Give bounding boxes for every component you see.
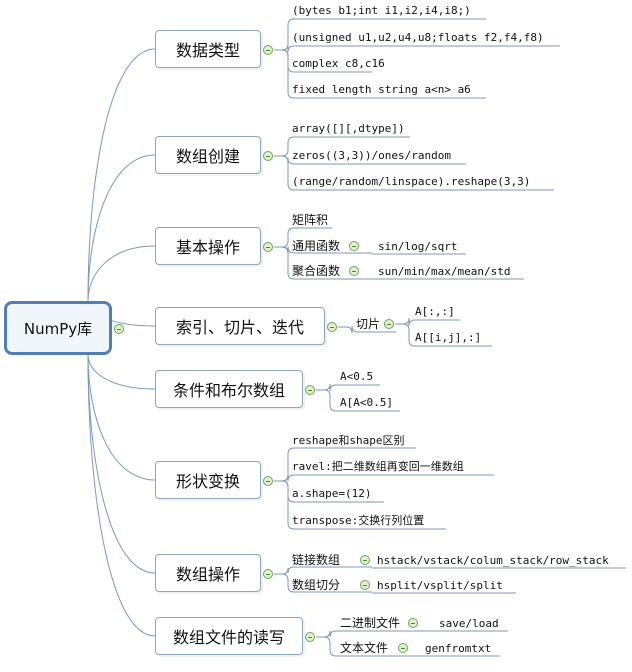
leaf-label: A[[i,j],:]: [415, 331, 482, 344]
subtopic-label: 通用函数: [292, 239, 341, 253]
leaf-label: transpose:交换行列位置: [292, 514, 425, 527]
connector-line: [87, 354, 156, 574]
leaf-label: A[:,:]: [415, 305, 455, 318]
leaf-label: (bytes b1;int i1,i2,i4,i8;): [292, 4, 471, 17]
leaf-label: (range/random/linspace).reshape(3,3): [292, 175, 531, 188]
connector-line: [87, 354, 156, 481]
subtopic-label: 链接数组: [292, 553, 341, 567]
leaf-label: fixed length string a<n> a6: [292, 83, 471, 96]
connector-line: [316, 630, 432, 638]
subtopic-label: 文本文件: [340, 641, 389, 655]
connector-line: [274, 480, 446, 530]
collapse-icon[interactable]: [360, 580, 370, 590]
leaf-label: hsplit/vsplit/split: [377, 579, 503, 592]
topic-label: 数组文件的读写: [172, 628, 285, 647]
leaf-label: ravel:把二维数组再变回一维数组: [292, 460, 464, 473]
leaf-label: reshape和shape区别: [292, 434, 405, 447]
leaf-label: complex c8,c16: [292, 57, 385, 70]
leaf-label: sun/min/max/mean/std: [378, 265, 511, 278]
topic-label: 条件和布尔数组: [172, 381, 285, 400]
topic-data-types[interactable]: 数据类型: [155, 30, 261, 68]
leaf-label: genfromtxt: [425, 642, 492, 655]
connector-line: [87, 154, 156, 302]
collapse-icon[interactable]: [263, 242, 273, 252]
collapse-icon[interactable]: [305, 632, 315, 642]
topic-file-io[interactable]: 数组文件的读写: [155, 617, 303, 655]
connector-line: [274, 155, 554, 191]
topic-array-creation[interactable]: 数组创建: [155, 136, 261, 174]
connector-line: [316, 636, 420, 657]
topic-label: 数据类型: [175, 41, 240, 60]
leaf-label: (unsigned u1,u2,u4,u8;floats f2,f4,f8): [292, 31, 544, 44]
connector-line: [395, 323, 492, 347]
topic-array-operations[interactable]: 数组操作: [155, 554, 261, 592]
collapse-icon[interactable]: [398, 643, 408, 653]
connector-line: [87, 48, 156, 302]
connector-line: [274, 474, 494, 482]
leaf-label: array([][,dtype]): [292, 122, 405, 135]
connector-line: [274, 566, 372, 575]
collapse-icon[interactable]: [384, 319, 394, 329]
leaf-label: A[A<0.5]: [340, 396, 393, 409]
collapse-icon[interactable]: [305, 385, 315, 395]
topic-conditions-boolean[interactable]: 条件和布尔数组: [155, 370, 303, 408]
collapse-icon[interactable]: [349, 266, 359, 276]
connector-line: [87, 354, 156, 390]
topic-label: 索引、切片、迭代: [175, 318, 304, 337]
connector-line: [87, 354, 156, 637]
root-node[interactable]: NumPy库: [4, 301, 112, 355]
connector-line: [274, 43, 560, 53]
connector-line: [395, 317, 460, 327]
leaf-label: sin/log/sqrt: [378, 240, 458, 253]
connector-line: [316, 389, 400, 412]
collapse-icon[interactable]: [263, 476, 273, 486]
connector-line: [316, 383, 380, 392]
collapse-icon[interactable]: [360, 555, 370, 565]
subtopic-label: 切片: [356, 317, 381, 331]
connector-line: [274, 573, 372, 593]
leaf-label: A<0.5: [340, 370, 374, 383]
leaf-label: zeros((3,3))/ones/random: [292, 149, 451, 162]
collapse-icon[interactable]: [327, 322, 337, 332]
connector-line: [274, 49, 486, 99]
connector-line: [274, 246, 372, 280]
collapse-icon[interactable]: [263, 569, 273, 579]
connector-line: [338, 325, 396, 334]
subtopic-label: 数组切分: [292, 578, 341, 592]
leaf-label: save/load: [439, 617, 499, 630]
topic-label: 数组创建: [175, 147, 240, 166]
topic-index-slice-iterate[interactable]: 索引、切片、迭代: [155, 307, 325, 345]
topic-label: 数组操作: [175, 565, 240, 584]
connector-line: [87, 245, 156, 302]
root-label: NumPy库: [23, 319, 93, 338]
subtopic-label: 矩阵积: [292, 213, 329, 227]
topic-label: 形状变换: [175, 472, 240, 491]
leaf-label: hstack/vstack/colum_stack/row_stack: [377, 554, 609, 567]
collapse-icon[interactable]: [263, 45, 273, 55]
collapse-icon[interactable]: [263, 151, 273, 161]
root-collapse-icon[interactable]: [114, 324, 124, 334]
leaf-label: a.shape=(12): [292, 487, 372, 500]
collapse-icon[interactable]: [349, 241, 359, 251]
collapse-icon[interactable]: [408, 618, 418, 628]
connector-line: [274, 136, 410, 157]
topic-label: 基本操作: [175, 238, 240, 257]
connector-line: [274, 227, 332, 248]
topic-shape-transform[interactable]: 形状变换: [155, 461, 261, 499]
subtopic-label: 二进制文件: [340, 616, 401, 630]
subtopic-label: 聚合函数: [292, 264, 341, 278]
topic-basic-operations[interactable]: 基本操作: [155, 227, 261, 265]
